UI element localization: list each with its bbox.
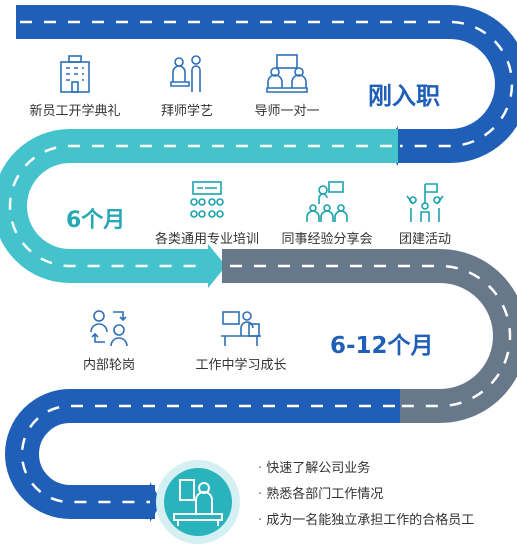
one-on-one-icon xyxy=(266,54,308,93)
lane-line-3 xyxy=(230,264,512,408)
outcome-bullet: 熟悉各部门工作情况 xyxy=(258,482,474,508)
item-job-rotation: 内部轮岗 xyxy=(54,306,164,373)
item-label: 团建活动 xyxy=(398,232,451,247)
outcome-bullet: 快速了解公司业务 xyxy=(258,456,474,482)
item-label: 工作中学习成长 xyxy=(195,358,287,373)
mentor-icon xyxy=(170,55,201,92)
road-arrow-2 xyxy=(208,244,226,288)
stage-label-2: 6-12个月 xyxy=(330,333,434,359)
item-label: 内部轮岗 xyxy=(82,358,135,373)
item-mentorship: 拜师学艺 xyxy=(132,52,242,119)
item-label: 同事经验分享会 xyxy=(281,232,373,247)
stage-label-1: 6个月 xyxy=(66,208,126,233)
item-experience-sharing: 同事经验分享会 xyxy=(272,180,382,247)
item-opening-ceremony: 新员工开学典礼 xyxy=(20,52,130,119)
lane-line-2 xyxy=(8,144,392,268)
desk-work-icon xyxy=(221,311,261,346)
outcome-bullet: 成为一名能独立承担工作的合格员工 xyxy=(258,508,474,534)
item-training: 各类通用专业培训 xyxy=(152,180,262,247)
rotation-icon xyxy=(90,310,128,347)
item-label: 拜师学艺 xyxy=(160,104,213,119)
item-label: 新员工开学典礼 xyxy=(29,104,121,119)
item-one-on-one: 导师一对一 xyxy=(232,52,342,119)
training-icon xyxy=(190,181,224,218)
item-label: 各类通用专业培训 xyxy=(154,232,259,247)
team-flag-icon xyxy=(406,183,444,222)
lane-line-1 xyxy=(20,20,514,148)
outcome-bullet-list: 快速了解公司业务 熟悉各部门工作情况 成为一名能独立承担工作的合格员工 xyxy=(258,456,474,534)
item-label: 导师一对一 xyxy=(254,104,320,119)
lane-line-4 xyxy=(20,404,395,504)
stage-label-0: 刚入职 xyxy=(368,82,440,110)
building-icon xyxy=(60,55,90,93)
worker-badge-icon xyxy=(156,460,240,544)
sharing-icon xyxy=(306,181,348,222)
item-learning-at-work: 工作中学习成长 xyxy=(186,306,296,373)
item-team-building: 团建活动 xyxy=(370,180,480,247)
